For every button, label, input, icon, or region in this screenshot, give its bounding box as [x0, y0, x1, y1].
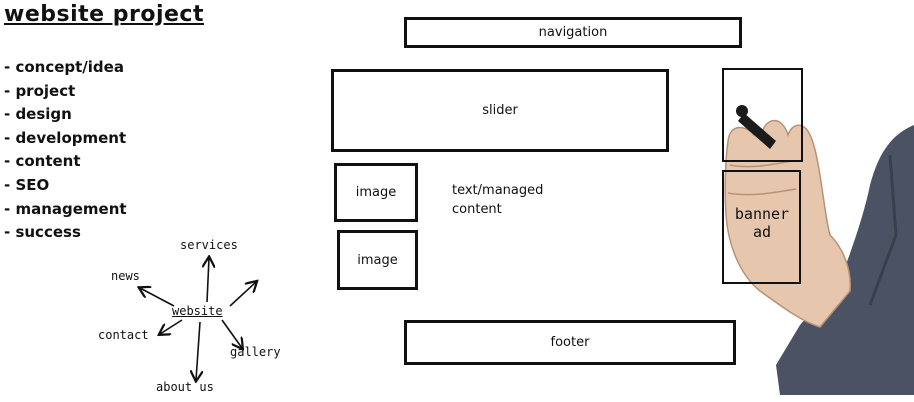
- arrow-services: [207, 258, 209, 303]
- arrow-contact: [160, 319, 183, 334]
- list-item: - SEO: [4, 175, 50, 194]
- image-box-1: image: [334, 163, 418, 222]
- list-item: - concept/idea: [4, 58, 124, 76]
- mindmap-services: services: [180, 238, 238, 252]
- navigation-box: navigation: [404, 17, 742, 48]
- text-line: content: [452, 202, 502, 217]
- image-box-2: image: [337, 230, 418, 290]
- banner-ad-label: banner ad: [722, 205, 802, 241]
- text-line: text/managed: [452, 183, 544, 198]
- banner-box-upper: [722, 68, 803, 162]
- mindmap-news: news: [111, 269, 140, 283]
- mindmap-gallery: gallery: [230, 345, 281, 359]
- list-item: - content: [4, 152, 81, 171]
- project-steps-list: - concept/idea - project - design - deve…: [4, 56, 127, 245]
- mindmap-about-us: about us: [156, 380, 214, 394]
- list-item: - success: [4, 223, 81, 242]
- page-title: website project: [4, 2, 204, 27]
- website-mindmap: website services news contact about us g…: [80, 230, 300, 402]
- list-item: - project: [4, 81, 76, 100]
- banner-line: ad: [752, 223, 772, 241]
- hand-with-marker-icon: [700, 95, 914, 395]
- text-managed-content: text/managed content: [452, 181, 543, 219]
- mindmap-arrows: [80, 230, 300, 402]
- arrow-about-us: [196, 321, 200, 380]
- arrow-blank: [229, 282, 256, 307]
- arrow-news: [140, 288, 175, 307]
- arrow-gallery: [221, 319, 242, 348]
- mindmap-center-website: website: [172, 304, 223, 318]
- footer-box: footer: [404, 320, 736, 365]
- mindmap-contact: contact: [98, 328, 149, 342]
- slider-box: slider: [331, 69, 669, 152]
- list-item: - design: [4, 105, 72, 124]
- list-item: - management: [4, 199, 127, 218]
- banner-box-lower: [722, 170, 801, 284]
- banner-line: banner: [734, 205, 790, 223]
- list-item: - development: [4, 128, 127, 147]
